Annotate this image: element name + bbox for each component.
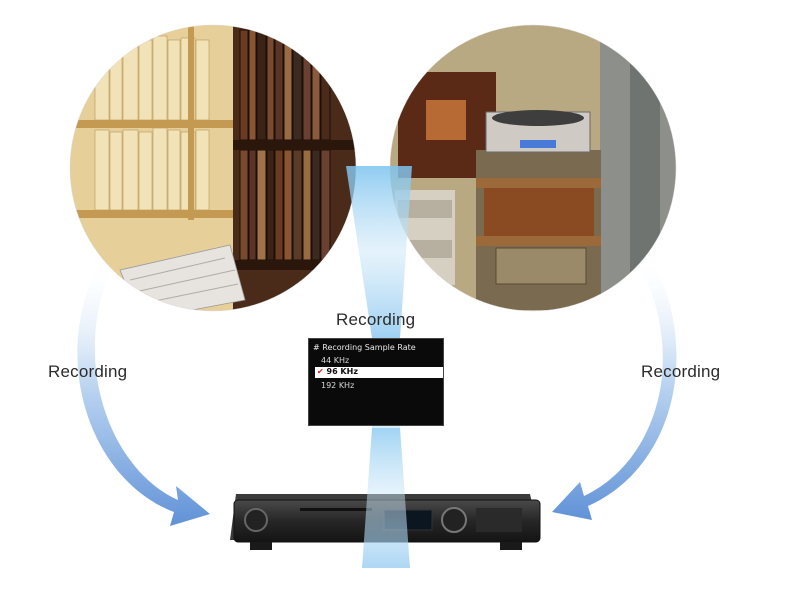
record-shelf-photo (70, 25, 356, 311)
check-icon: ✔ (317, 367, 324, 376)
sample-rate-option[interactable]: 192 KHz (321, 381, 355, 390)
sample-rate-option-selected[interactable]: ✔ 96 KHz (315, 367, 443, 378)
left-recording-arrow (77, 266, 211, 526)
recording-label-center: Recording (336, 310, 416, 329)
menu-title: # Recording Sample Rate (313, 343, 416, 352)
selected-option-label: 96 KHz (326, 367, 358, 376)
recording-label-right: Recording (641, 362, 721, 381)
sample-rate-option[interactable]: 44 KHz (321, 356, 350, 365)
sample-rate-menu: # Recording Sample Rate 44 KHz ✔ 96 KHz … (308, 338, 444, 426)
audio-room-photo (390, 25, 676, 311)
right-recording-arrow (552, 262, 677, 520)
recording-label-left: Recording (48, 362, 128, 381)
